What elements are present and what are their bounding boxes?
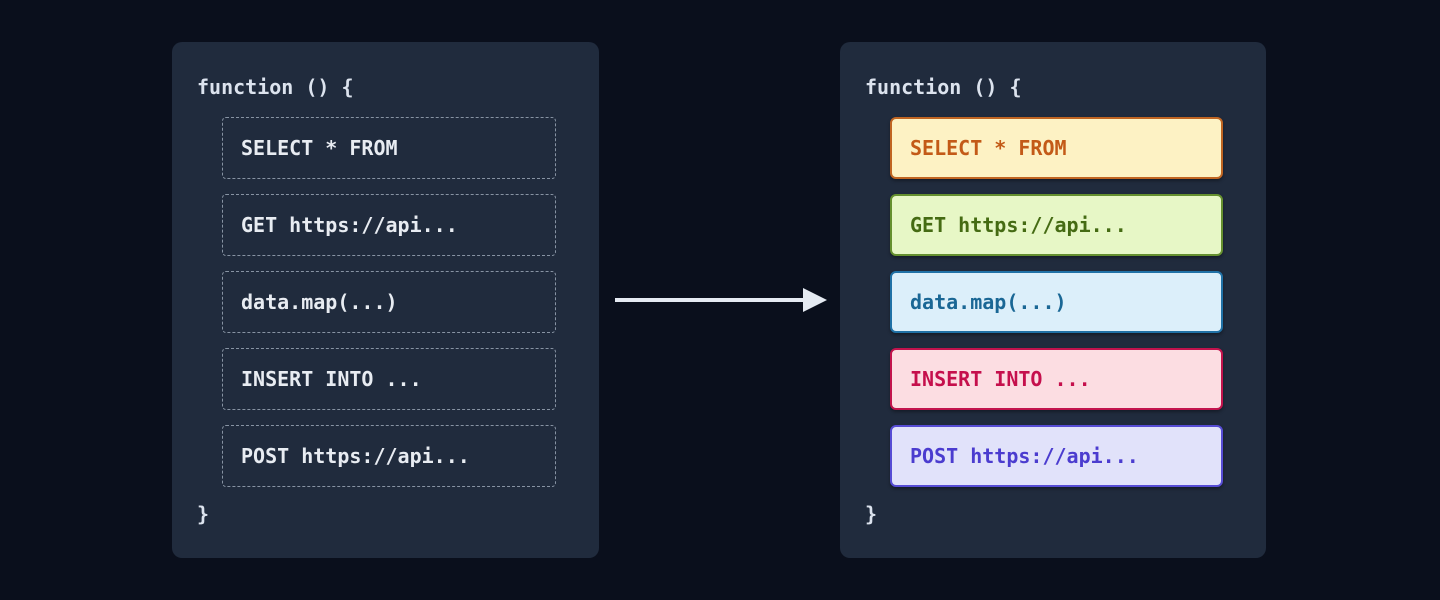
highlighted-block-data-map: data.map(...) bbox=[890, 271, 1223, 333]
block-label: POST https://api... bbox=[241, 444, 470, 468]
plain-block-get-https: GET https://api... bbox=[222, 194, 556, 256]
block-label: POST https://api... bbox=[910, 444, 1139, 468]
highlighted-block-insert-into: INSERT INTO ... bbox=[890, 348, 1223, 410]
plain-block-select-from: SELECT * FROM bbox=[222, 117, 556, 179]
block-label: SELECT * FROM bbox=[910, 136, 1067, 160]
block-label: GET https://api... bbox=[910, 213, 1127, 237]
block-label: SELECT * FROM bbox=[241, 136, 398, 160]
highlighted-block-post-https: POST https://api... bbox=[890, 425, 1223, 487]
plain-block-data-map: data.map(...) bbox=[222, 271, 556, 333]
highlighted-block-select-from: SELECT * FROM bbox=[890, 117, 1223, 179]
function-close-line: } bbox=[865, 502, 878, 526]
function-open-line: function () { bbox=[197, 75, 354, 99]
function-close-line: } bbox=[197, 502, 210, 526]
block-label: INSERT INTO ... bbox=[910, 367, 1091, 391]
code-panel-highlighted: function () { SELECT * FROM GET https://… bbox=[840, 42, 1266, 558]
plain-block-insert-into: INSERT INTO ... bbox=[222, 348, 556, 410]
code-panel-plain: function () { SELECT * FROM GET https://… bbox=[172, 42, 599, 558]
block-label: data.map(...) bbox=[241, 290, 398, 314]
block-label: INSERT INTO ... bbox=[241, 367, 422, 391]
plain-block-post-https: POST https://api... bbox=[222, 425, 556, 487]
function-open-line: function () { bbox=[865, 75, 1022, 99]
block-label: data.map(...) bbox=[910, 290, 1067, 314]
highlighted-block-get-https: GET https://api... bbox=[890, 194, 1223, 256]
transform-arrow-icon bbox=[613, 280, 829, 320]
block-label: GET https://api... bbox=[241, 213, 458, 237]
